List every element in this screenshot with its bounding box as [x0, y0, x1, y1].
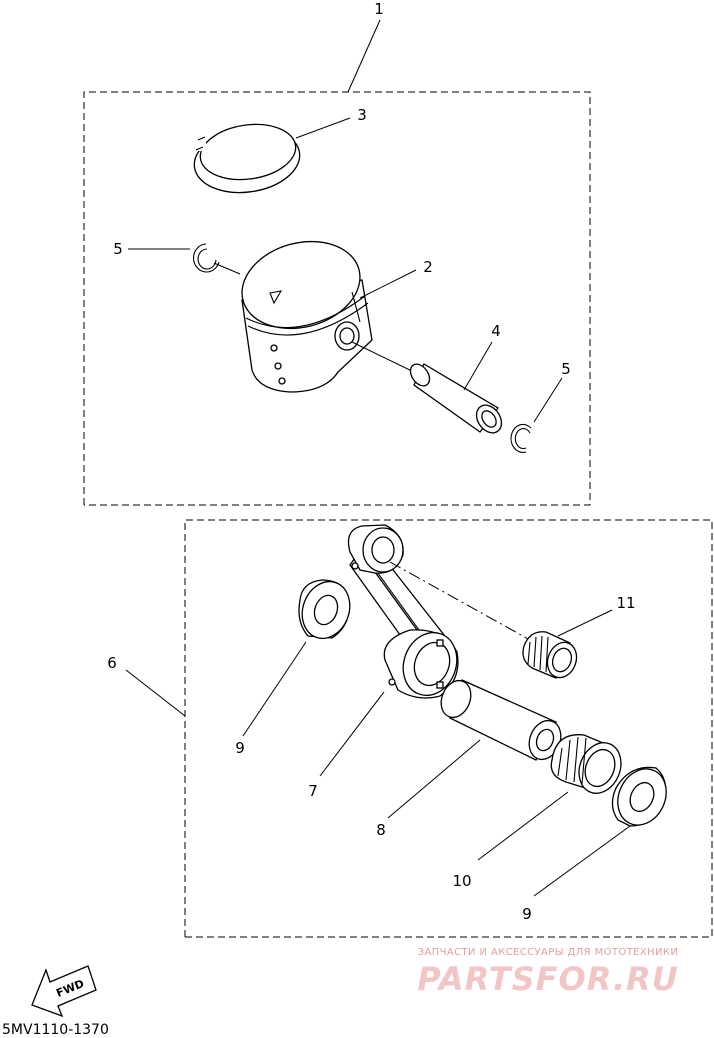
- piston-ring: [193, 123, 301, 194]
- small-end-bearing: [522, 631, 578, 679]
- forward-direction-arrow: FWD: [31, 965, 97, 1018]
- diagram-code: 5MV1110-1370: [2, 1022, 109, 1038]
- callout-7: 7: [308, 782, 318, 800]
- callout-5-left: 5: [113, 240, 123, 258]
- circlip-right: [510, 423, 532, 453]
- watermark: ЗАПЧАСТИ И АКСЕССУАРЫ ДЛЯ МОТОТЕХНИКИ PA…: [417, 947, 678, 998]
- connecting-rod: [347, 524, 531, 699]
- big-end-bearing: [550, 734, 622, 794]
- callout-9-lower: 9: [522, 905, 532, 923]
- callout-5-right: 5: [561, 360, 571, 378]
- callout-4: 4: [491, 322, 501, 340]
- callout-6: 6: [107, 654, 117, 672]
- callout-8: 8: [376, 821, 386, 839]
- crank-pin: [440, 679, 562, 761]
- circlip-left: [192, 243, 220, 273]
- callout-2: 2: [423, 258, 433, 276]
- leader-lines: [125, 19, 631, 897]
- piston-kit-frame: [83, 91, 591, 506]
- watermark-logo: PARTSFOR.RU: [417, 960, 678, 998]
- callout-11: 11: [616, 594, 635, 612]
- piston: [241, 240, 417, 393]
- piston-pin: [409, 363, 503, 434]
- callout-9-upper: 9: [235, 739, 245, 757]
- callout-3: 3: [357, 106, 367, 124]
- callout-1: 1: [374, 0, 384, 18]
- watermark-tagline: ЗАПЧАСТИ И АКСЕССУАРЫ ДЛЯ МОТОТЕХНИКИ: [418, 947, 679, 958]
- thrust-washer-upper: [298, 579, 351, 640]
- crank-rod-kit-frame: [184, 519, 713, 938]
- callout-10: 10: [452, 872, 471, 890]
- thrust-washer-lower: [611, 766, 667, 827]
